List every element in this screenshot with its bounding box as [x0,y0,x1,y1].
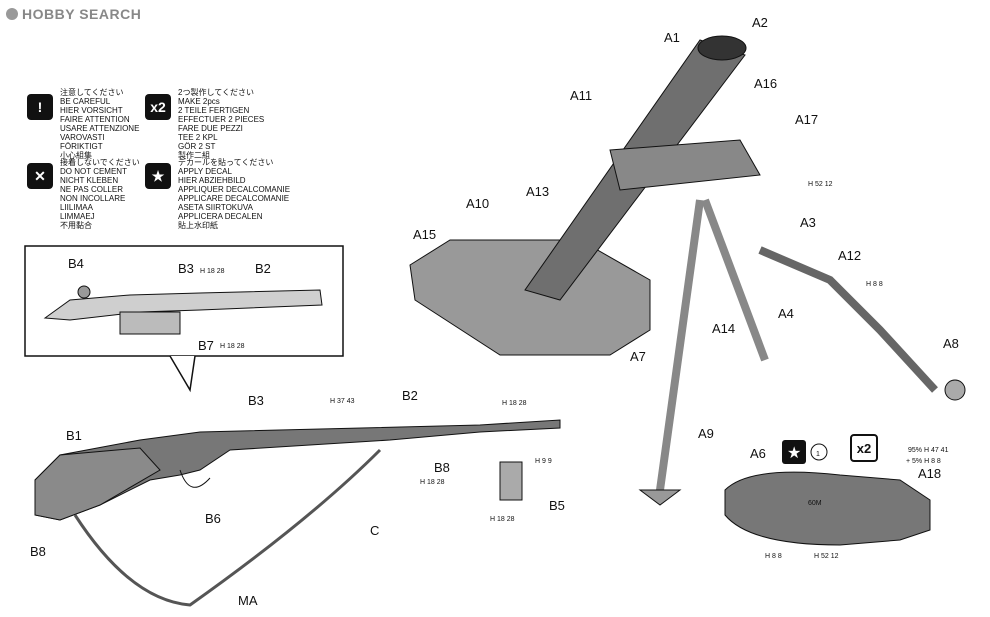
label-a18: A18 [918,466,941,481]
decal-icon: ★ [145,163,171,189]
handwheel-a8 [944,379,966,401]
label-b3-inset: B3 [178,261,194,276]
trigger-guard [179,469,211,488]
label-b3: B3 [248,393,264,408]
code-6: H 18 28 [502,400,527,407]
clip-b5 [499,461,523,501]
label-a7: A7 [630,349,646,364]
code-10: H 8 8 [765,553,782,560]
label-a4: A4 [778,306,794,321]
no-cement-icon: ✕ [27,163,53,189]
mortar-shell [724,471,931,546]
code-12: 95% H 47 41 [908,447,949,454]
make-two-text: 2つ製作してください MAKE 2pcs 2 TEILE FERTIGEN EF… [178,88,265,160]
code-8: H 9 9 [535,458,552,465]
code-1: H 52 12 [808,181,833,188]
label-a3: A3 [800,215,816,230]
circle-number-text: 1 [816,451,820,458]
code-7: H 18 28 [420,479,445,486]
code-2: H 18 28 [200,268,225,275]
inset-trigger-group [119,311,181,335]
code-11: H 52 12 [814,553,839,560]
elevation-arm [758,246,938,393]
code-4: H 8 8 [866,281,883,288]
label-a6: A6 [750,446,766,461]
code-9: H 18 28 [490,516,515,523]
caution-text: 注意してください BE CAREFUL HIER VORSICHT FAIRE … [60,88,140,160]
label-a16: A16 [754,76,777,91]
rifle-stock [34,447,161,521]
code-13: + 5% H 8 8 [906,458,941,465]
label-b8-lower: B8 [30,544,46,559]
label-b8: B8 [434,460,450,475]
watermark-text: HOBBY SEARCH [22,6,142,22]
code-3: H 18 28 [220,343,245,350]
inset-sight [77,285,91,299]
decal-text: デカールを貼ってください APPLY DECAL HIER ABZIEHBILD… [178,158,291,230]
rifle-labels: B4 B3 B2 B7 B1 B3 B2 B8 B6 B5 B8 C MA [30,256,565,608]
make-two-badge: x2 [850,434,878,462]
label-b1: B1 [66,428,82,443]
label-b2: B2 [402,388,418,403]
label-a8: A8 [943,336,959,351]
label-a14: A14 [712,321,735,336]
label-a12: A12 [838,248,861,263]
caution-icon: ! [27,94,53,120]
label-b7: B7 [198,338,214,353]
label-a2: A2 [752,15,768,30]
label-a11: A11 [570,88,592,103]
baseplate [409,239,651,356]
inset-receiver [43,289,323,321]
bipod-leg-left [656,199,704,491]
circle-number [810,443,828,461]
label-a9: A9 [698,426,714,441]
inset-pointer [169,355,196,393]
label-b2-inset: B2 [255,261,271,276]
bipod-leg-right [701,198,769,362]
label-a10: A10 [466,196,489,211]
label-ma: MA [238,593,258,608]
rifle-sling [73,448,382,607]
make-two-icon: x2 [145,94,171,120]
no-cement-text: 接着しないでください DO NOT CEMENT NICHT KLEBEN NE… [60,158,140,230]
label-b6: B6 [205,511,221,526]
label-a1: A1 [664,30,680,45]
logo-icon [6,8,18,20]
code-5: H 37 43 [330,398,355,405]
label-c: C [370,523,379,538]
mortar-labels: A1 A2 A11 A16 A17 A13 A10 A15 A3 A12 A14… [413,15,959,481]
traverse-mechanism [609,139,761,191]
watermark-logo: HOBBY SEARCH [6,6,141,22]
decal-mark-icon [782,440,806,464]
label-a13: A13 [526,184,549,199]
label-b5: B5 [549,498,565,513]
tube-muzzle [697,35,747,61]
bipod-foot [638,489,682,506]
label-b4: B4 [68,256,84,271]
paint-codes: H 52 12 H 18 28 H 18 28 H 8 8 H 37 43 H … [200,181,949,560]
svg-text:★: ★ [787,445,801,462]
label-a15: A15 [413,227,436,242]
shell-text: 60M [808,500,822,507]
label-a17: A17 [795,112,818,127]
